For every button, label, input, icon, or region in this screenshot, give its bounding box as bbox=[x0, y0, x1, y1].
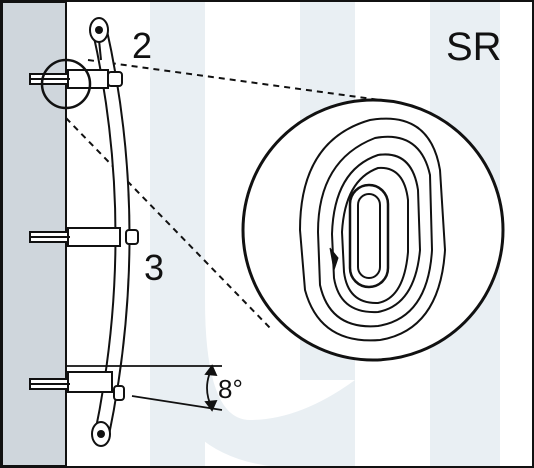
detail-marker-circle bbox=[40, 58, 92, 110]
angle-label: 8° bbox=[218, 374, 243, 404]
corner-code-label: SR bbox=[446, 25, 502, 69]
step-2-label: 2 bbox=[132, 25, 152, 66]
rail-end-caps bbox=[89, 17, 111, 447]
mounting-pin-middle bbox=[29, 227, 139, 247]
angle-indicator bbox=[66, 364, 223, 412]
zoom-detail bbox=[241, 98, 505, 362]
step-3-label: 3 bbox=[144, 247, 164, 288]
mounting-pin-top bbox=[29, 69, 123, 89]
mounting-pin-bottom bbox=[29, 371, 125, 401]
projection-lines bbox=[65, 59, 381, 331]
